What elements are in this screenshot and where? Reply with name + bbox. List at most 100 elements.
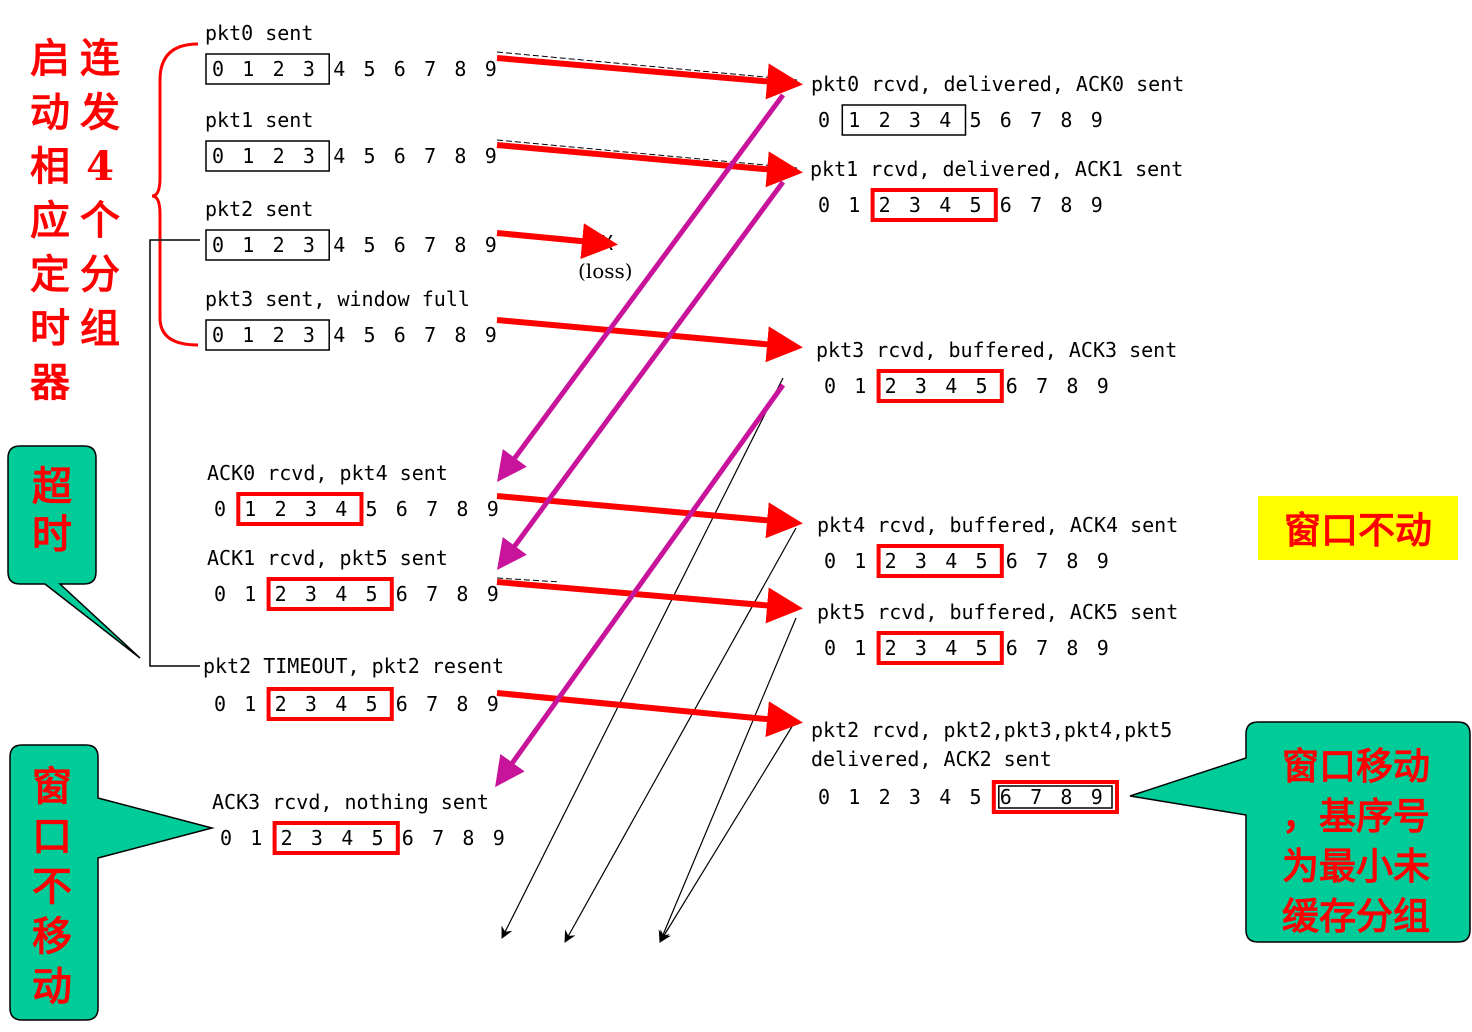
seq-digit: 3 bbox=[303, 57, 315, 81]
seq-digit: 1 bbox=[242, 144, 254, 168]
start-timer-char: 时 bbox=[30, 305, 70, 352]
seq-digit: 2 bbox=[885, 549, 897, 573]
send-four-char: 连 bbox=[80, 35, 121, 82]
packet-arrow-5 bbox=[496, 579, 803, 624]
start-timer-char: 启 bbox=[30, 35, 70, 82]
seq-digit: 6 bbox=[1000, 193, 1012, 217]
seq-digit: 4 bbox=[945, 549, 957, 573]
seq-digit: 8 bbox=[454, 323, 466, 347]
seq-digit: 2 bbox=[273, 144, 285, 168]
seq-digit: 7 bbox=[426, 692, 438, 716]
seq-digit: 8 bbox=[454, 57, 466, 81]
receiver-label-0: pkt0 rcvd, delivered, ACK0 sent bbox=[811, 72, 1184, 96]
window-box bbox=[205, 229, 330, 261]
seq-digit: 1 bbox=[242, 323, 254, 347]
seq-digit: 3 bbox=[303, 323, 315, 347]
seq-digit: 4 bbox=[333, 233, 345, 257]
seq-digit: 9 bbox=[487, 582, 499, 606]
seq-digit: 5 bbox=[970, 108, 982, 132]
seq-digit: 6 bbox=[394, 323, 406, 347]
ack-arrow-2 bbox=[495, 383, 786, 788]
seq-digit: 3 bbox=[909, 193, 921, 217]
window-box bbox=[205, 53, 330, 85]
window-still-text: 窗口不动 bbox=[1284, 508, 1432, 552]
packet-arrows bbox=[496, 55, 803, 738]
seq-digit: 9 bbox=[487, 497, 499, 521]
seq-digit: 1 bbox=[854, 636, 866, 660]
seq-digit: 4 bbox=[333, 144, 345, 168]
seq-digit: 6 bbox=[1006, 374, 1018, 398]
receiver-label-4: pkt5 rcvd, buffered, ACK5 sent bbox=[817, 600, 1178, 624]
seq-digit: 9 bbox=[1091, 785, 1103, 809]
seq-digit: 4 bbox=[945, 374, 957, 398]
window-box bbox=[266, 687, 394, 721]
seq-digit: 2 bbox=[885, 374, 897, 398]
seq-digit: 5 bbox=[364, 323, 376, 347]
seq-digit: 7 bbox=[424, 323, 436, 347]
seq-digit: 7 bbox=[1036, 549, 1048, 573]
seq-digit: 3 bbox=[305, 582, 317, 606]
seq-digit: 8 bbox=[456, 497, 468, 521]
seq-digit: 2 bbox=[273, 323, 285, 347]
ack-arrow-0 bbox=[497, 93, 786, 483]
seq-digit: 6 bbox=[396, 497, 408, 521]
seq-digit: 2 bbox=[275, 692, 287, 716]
seq-digit: 7 bbox=[424, 233, 436, 257]
sender-label-3: pkt3 sent, window full bbox=[205, 287, 470, 311]
seq-digit: 7 bbox=[1030, 108, 1042, 132]
window-box bbox=[266, 577, 394, 611]
seq-digit: 8 bbox=[1066, 636, 1078, 660]
window-box bbox=[272, 821, 400, 855]
seq-digit: 7 bbox=[432, 826, 444, 850]
seq-digit: 1 bbox=[854, 549, 866, 573]
seq-digit: 5 bbox=[976, 636, 988, 660]
late-ack-arrow-1 bbox=[564, 527, 797, 943]
window-not-move-char: 不 bbox=[32, 863, 72, 910]
seq-digit: 5 bbox=[366, 692, 378, 716]
seq-digit: 6 bbox=[402, 826, 414, 850]
seq-digit: 1 bbox=[854, 374, 866, 398]
seq-digit: 0 bbox=[214, 497, 226, 521]
seq-digit: 4 bbox=[333, 57, 345, 81]
seq-digit: 2 bbox=[879, 785, 891, 809]
sender-label-4: ACK0 rcvd, pkt4 sent bbox=[207, 461, 448, 485]
seq-digit: 2 bbox=[281, 826, 293, 850]
timeout-callout: 超 时 bbox=[7, 445, 141, 659]
timeout-char-1: 时 bbox=[32, 511, 72, 558]
seq-digit: 0 bbox=[212, 144, 224, 168]
packet-arrow-3 bbox=[496, 317, 803, 363]
sender-label-1: pkt1 sent bbox=[205, 108, 313, 132]
packet-arrow-2 bbox=[496, 223, 618, 260]
seq-digit: 1 bbox=[848, 193, 860, 217]
seq-digit: 6 bbox=[1000, 785, 1012, 809]
seq-digit: 8 bbox=[454, 144, 466, 168]
seq-digit: 4 bbox=[939, 193, 951, 217]
window-box bbox=[841, 104, 967, 136]
seq-digit: 0 bbox=[818, 193, 830, 217]
seq-digit: 1 bbox=[250, 826, 262, 850]
seq-digit: 0 bbox=[824, 549, 836, 573]
seq-digit: 1 bbox=[848, 108, 860, 132]
seq-digit: 5 bbox=[970, 785, 982, 809]
receiver-label-5: pkt2 rcvd, pkt2,pkt3,pkt4,pkt5 bbox=[811, 718, 1172, 742]
send-four-char: 分 bbox=[80, 251, 120, 298]
seq-digit: 8 bbox=[456, 582, 468, 606]
seq-digit: 9 bbox=[1097, 374, 1109, 398]
seq-digit: 3 bbox=[915, 636, 927, 660]
send-four-char: 个 bbox=[80, 197, 120, 244]
seq-digit: 9 bbox=[1091, 193, 1103, 217]
seq-digit: 8 bbox=[454, 233, 466, 257]
window-box bbox=[205, 319, 330, 351]
sender-label-7: ACK3 rcvd, nothing sent bbox=[212, 790, 489, 814]
